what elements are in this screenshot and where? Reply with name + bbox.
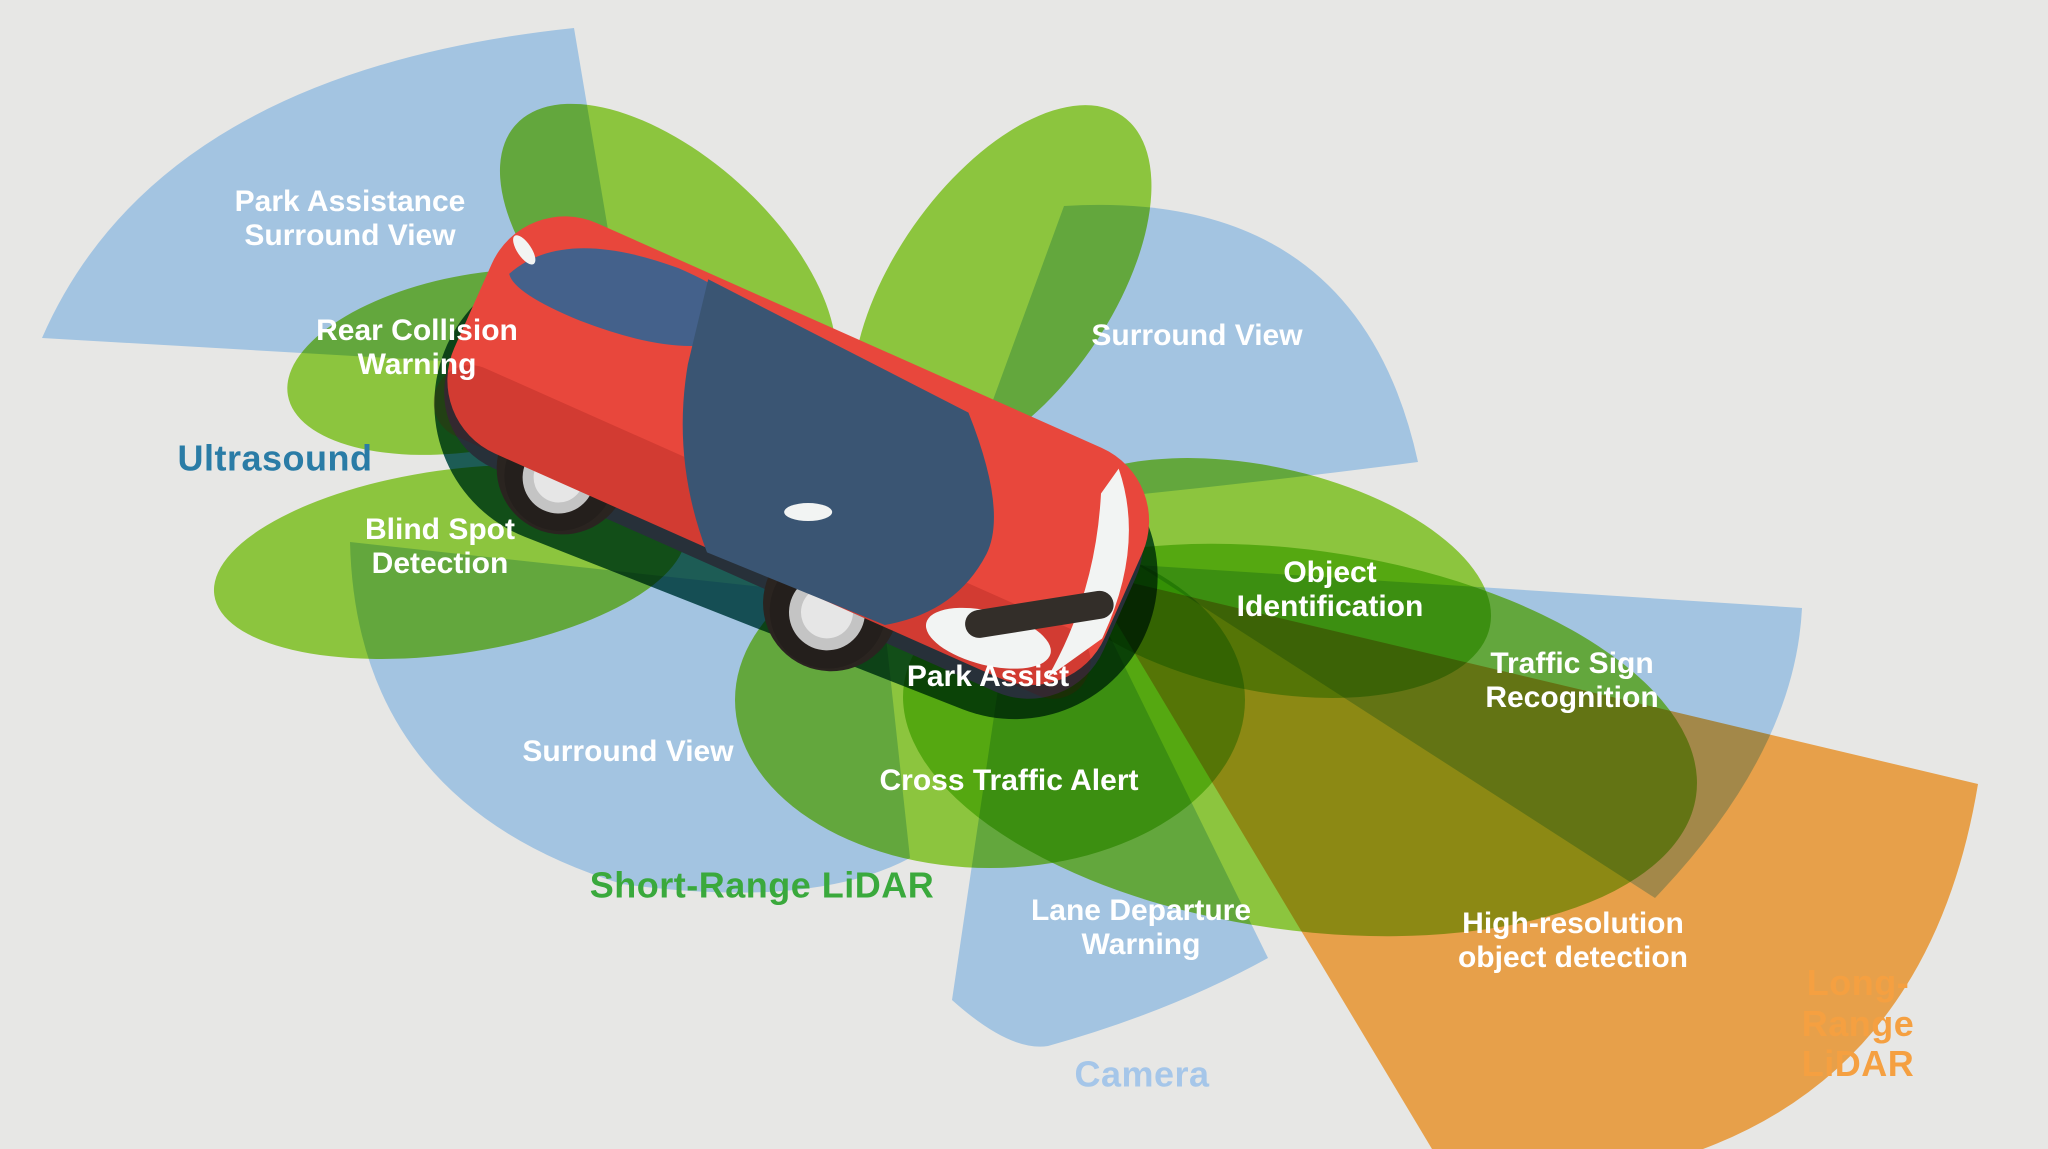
- car-taillight: [513, 235, 536, 265]
- car-grill: [965, 590, 1114, 638]
- car-side-window: [509, 248, 746, 346]
- car-side-mirror: [784, 503, 833, 522]
- car-windshield-canopy: [682, 279, 994, 625]
- car-front-light-band: [1047, 468, 1129, 678]
- car-illustration: [433, 216, 1150, 699]
